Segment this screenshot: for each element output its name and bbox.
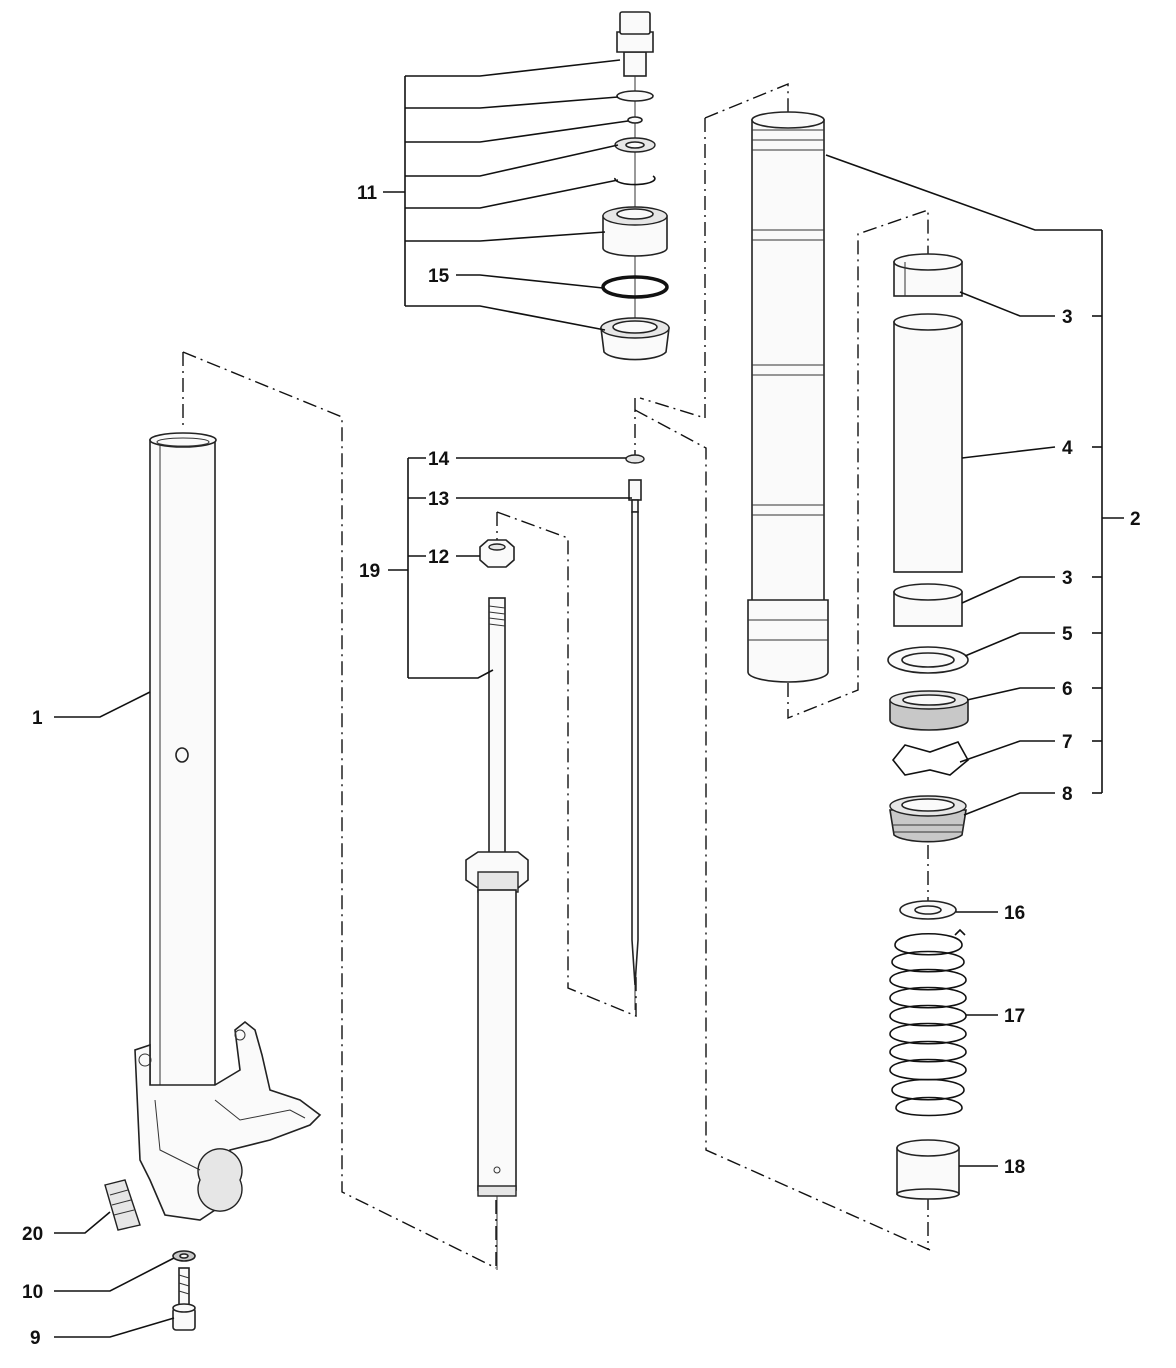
fork-cap-assembly [600, 11, 670, 361]
spring-set [889, 900, 967, 1200]
damper-rod-parts [465, 454, 645, 1270]
label-9: 9 [30, 1328, 41, 1349]
label-14: 14 [428, 449, 450, 470]
fork-spring [889, 928, 967, 1117]
washer-bolt [172, 1250, 196, 1331]
label-13: 13 [428, 489, 449, 510]
callout-labels: 1 2 3 4 3 5 6 7 8 9 10 11 12 13 14 15 16… [22, 183, 1141, 1349]
label-17: 17 [1004, 1006, 1025, 1027]
label-8: 8 [1062, 784, 1073, 805]
fork-inner-tube [747, 111, 829, 683]
label-20: 20 [22, 1224, 43, 1245]
label-10: 10 [22, 1282, 43, 1303]
label-3-lower: 3 [1062, 568, 1073, 589]
label-18: 18 [1004, 1157, 1025, 1178]
label-4: 4 [1062, 438, 1073, 459]
label-11: 11 [357, 183, 378, 204]
label-15: 15 [428, 266, 450, 287]
label-19: 19 [359, 561, 380, 582]
label-5: 5 [1062, 624, 1073, 645]
label-12: 12 [428, 547, 449, 568]
fork-outer-tube [134, 432, 322, 1221]
label-7: 7 [1062, 732, 1073, 753]
label-1: 1 [32, 708, 43, 729]
leader-lines [54, 59, 1124, 1338]
label-2: 2 [1130, 509, 1141, 530]
label-16: 16 [1004, 903, 1025, 924]
warning-decal [104, 1179, 141, 1231]
label-6: 6 [1062, 679, 1073, 700]
inner-bushings-seals [887, 253, 970, 843]
label-3-upper: 3 [1062, 307, 1073, 328]
